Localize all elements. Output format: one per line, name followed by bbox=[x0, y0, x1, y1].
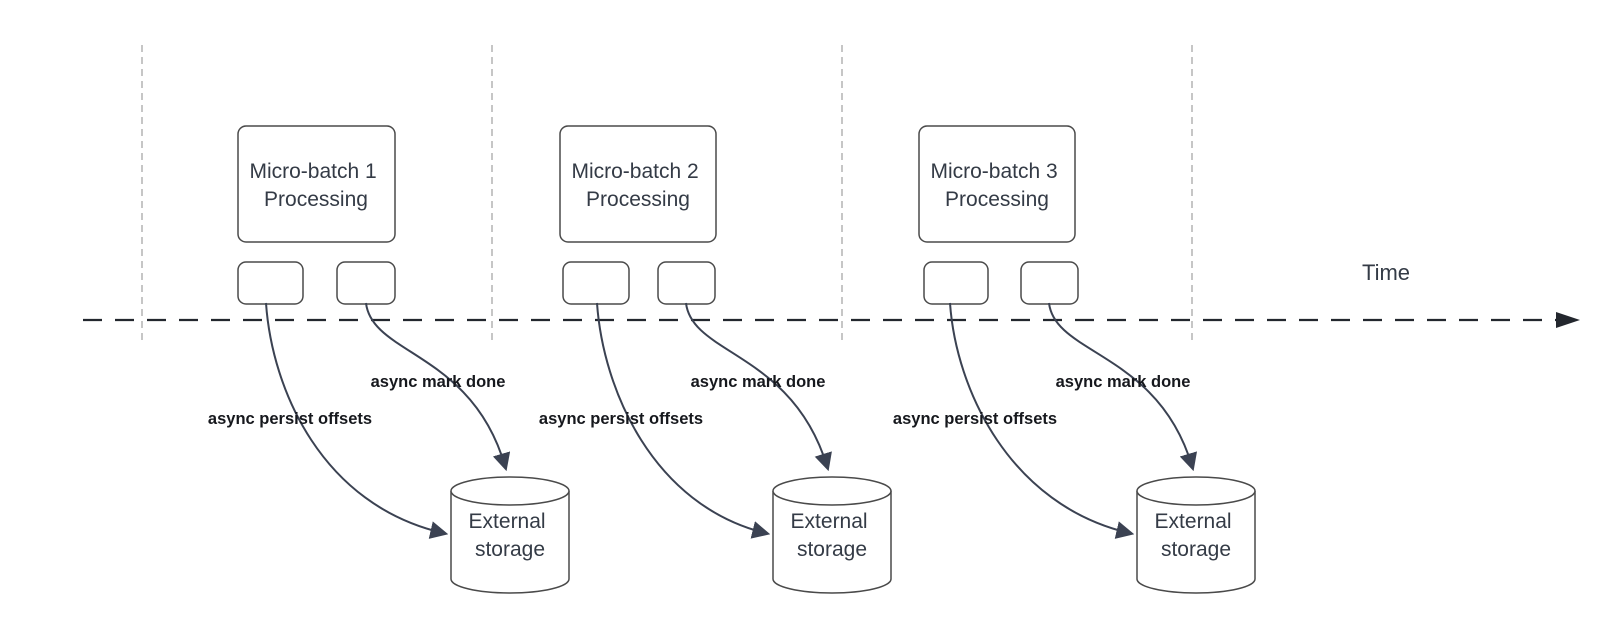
external-storage-label: External storage bbox=[791, 510, 874, 561]
cylinder-top bbox=[1136, 476, 1256, 506]
mark-done-arrow bbox=[365, 302, 511, 472]
offset-task-box bbox=[237, 261, 304, 305]
persist-offsets-arrow bbox=[596, 302, 771, 539]
external-storage-cylinder: External storage bbox=[450, 476, 570, 594]
microbatch-group-3: Micro-batch 3 Processing async persist o… bbox=[893, 125, 1256, 594]
persist-offsets-arrow bbox=[949, 302, 1135, 539]
persist-offsets-label: async persist offsets bbox=[893, 410, 1057, 428]
microbatch-group-1: Micro-batch 1 Processing async persist o… bbox=[208, 125, 570, 594]
processing-box bbox=[237, 125, 396, 243]
mark-done-label: async mark done bbox=[691, 373, 826, 391]
processing-box-label: Micro-batch 3 Processing bbox=[930, 160, 1063, 211]
cylinder-top bbox=[772, 476, 892, 506]
external-storage-cylinder: External storage bbox=[772, 476, 892, 594]
external-storage-label: External storage bbox=[1155, 510, 1238, 561]
persist-offsets-label: async persist offsets bbox=[539, 410, 703, 428]
commit-task-box bbox=[336, 261, 396, 305]
time-axis-label: Time bbox=[1362, 260, 1410, 285]
external-storage-cylinder: External storage bbox=[1136, 476, 1256, 594]
cylinder-body bbox=[772, 491, 892, 594]
cylinder-body bbox=[1136, 491, 1256, 594]
processing-box-label: Micro-batch 2 Processing bbox=[571, 160, 704, 211]
commit-task-box bbox=[1020, 261, 1079, 305]
mark-done-arrow bbox=[1048, 302, 1198, 472]
persist-offsets-arrow bbox=[265, 302, 449, 539]
offset-task-box bbox=[923, 261, 989, 305]
processing-box-label: Micro-batch 1 Processing bbox=[249, 160, 382, 211]
microbatch-group-2: Micro-batch 2 Processing async persist o… bbox=[539, 125, 892, 594]
cylinder-body bbox=[450, 491, 570, 594]
processing-box bbox=[559, 125, 717, 243]
mark-done-arrow bbox=[685, 302, 832, 472]
commit-task-box bbox=[657, 261, 716, 305]
persist-offsets-label: async persist offsets bbox=[208, 410, 372, 428]
external-storage-label: External storage bbox=[469, 510, 552, 561]
time-axis-arrowhead-icon bbox=[1556, 312, 1580, 328]
mark-done-label: async mark done bbox=[1056, 373, 1191, 391]
cylinder-top bbox=[450, 476, 570, 506]
offset-task-box bbox=[562, 261, 630, 305]
mark-done-label: async mark done bbox=[371, 373, 506, 391]
processing-box bbox=[918, 125, 1076, 243]
